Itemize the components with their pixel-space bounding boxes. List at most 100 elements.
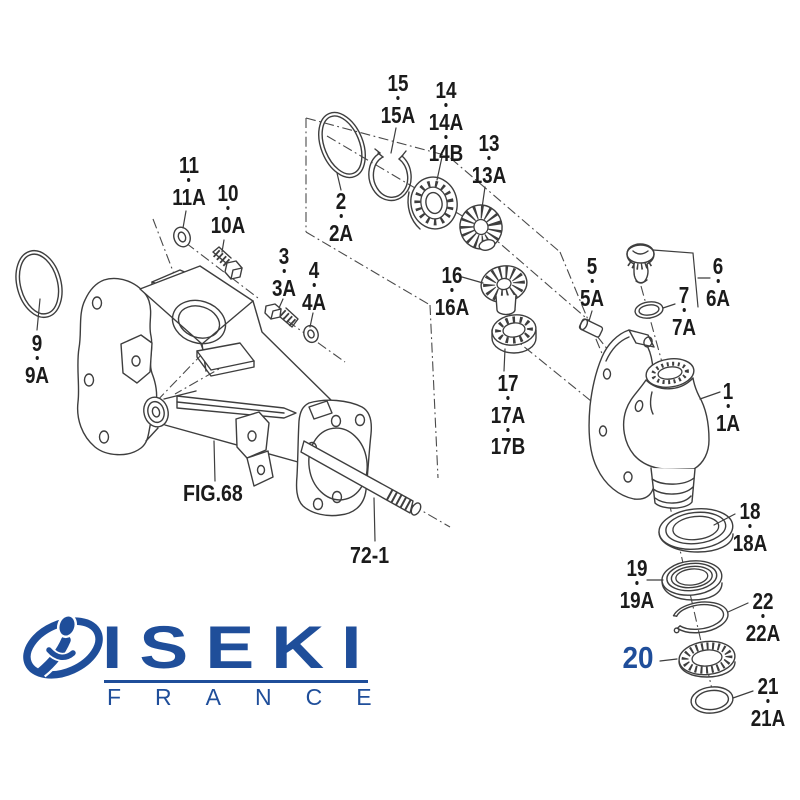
logo-region-text: FRANCE [107,684,406,710]
label-line: 6 [712,253,724,279]
label-line: 1 [722,378,734,404]
label-line: 17A [490,401,526,428]
pin-5-drawing [578,318,604,338]
snap-ring-22-drawing [672,601,729,634]
label-line: 19 [626,555,648,581]
washer-4-drawing [303,324,319,344]
label-dot [506,396,510,400]
label-line: 2A [328,219,354,246]
label-line: 2 [335,188,347,214]
label-line: 11A [172,183,206,210]
label-line: 11 [179,152,199,178]
label-line: 17 [497,370,519,396]
label-dot [682,308,686,312]
label-line: 16A [434,293,470,320]
label-line: 7 [678,282,690,308]
o-ring-7-drawing [634,301,664,319]
label-line: 15 [387,70,409,96]
label-dot [396,96,400,100]
part-label-17: 17 17A 17B [490,370,526,459]
bevel-gear-16-drawing [480,265,528,316]
label-line: 10 [217,180,239,206]
label-line: 14B [428,140,464,166]
label-dot [635,581,639,585]
label-dot [506,427,510,432]
label-line: 13A [471,161,507,188]
label-dot [444,134,448,139]
logo-divider [104,680,368,683]
label-line: 22 [752,588,774,614]
axle-housing-drawing [76,265,372,517]
o-ring-9-drawing [15,249,63,319]
label-line: 6A [705,284,731,311]
label-line: 15A [380,101,416,128]
label-line: 14A [428,108,464,135]
label-dot [35,356,39,360]
label-line: 18 [739,498,761,524]
label-line: 9 [31,330,43,356]
snap-ring-15-drawing [368,148,412,202]
label-dot [312,283,316,287]
label-line: 21 [757,673,779,699]
label-line: 3 [278,243,290,269]
label-dot [450,288,454,292]
label-dot [226,206,230,210]
o-ring-21-drawing [690,686,734,714]
shaft-ref-text: 72-1 [350,542,390,568]
leader-lines [36,127,754,699]
figure-ref-text: FIG.68 [183,480,243,506]
label-line: 7A [671,313,697,340]
label-dot [282,269,286,273]
label-line: 19A [619,586,655,613]
label-line: 1A [715,409,741,436]
label-line: 10A [210,211,246,238]
label-line: 16 [441,262,463,288]
label-line: 4 [308,257,320,283]
part-label-20-highlighted: 20 [622,642,653,673]
label-line: 18A [732,529,768,556]
bevel-gear-13-drawing [459,204,503,251]
label-dot [761,614,765,618]
label-line: 17B [490,433,526,459]
label-line: 5 [586,253,598,279]
bearing-cup-18-drawing [658,508,734,553]
washer-11-drawing [173,226,191,248]
drive-shaft-drawing [300,440,422,516]
label-dot [748,524,752,528]
label-dot [590,279,594,283]
label-dot [766,699,770,703]
bolt-3-drawing [264,303,299,328]
label-line: 4A [301,288,327,315]
filler-cap-6-drawing [626,243,655,284]
bolt-10-drawing [212,246,243,280]
iseki-logo-mark [23,613,103,679]
label-line: 9A [24,361,50,388]
gear-case-1-drawing [588,329,710,509]
bearing-20-drawing [678,640,736,678]
label-line: 21A [750,704,786,731]
bearing-14-drawing [407,176,458,230]
label-line: 3A [271,274,297,301]
label-dot [726,404,730,408]
label-line: 5A [579,284,605,311]
logo-brand-text: ISEKI [102,614,379,681]
label-dot [716,279,720,283]
seal-19-drawing [661,560,723,601]
